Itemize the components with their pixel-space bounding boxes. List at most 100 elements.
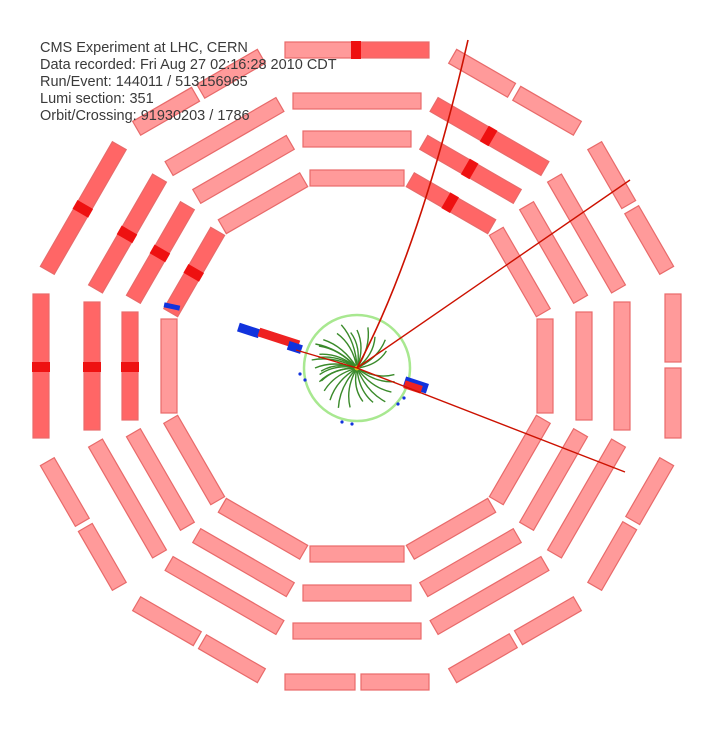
muon-chamber xyxy=(575,311,593,421)
chamber-segment xyxy=(191,527,296,598)
chamber-segment xyxy=(613,301,631,431)
calorimeter-ring xyxy=(302,313,412,423)
hit-muon-chamber xyxy=(429,96,550,177)
chamber-segment xyxy=(309,169,405,187)
orbit-crossing-line: Orbit/Crossing: 91930203 / 1786 xyxy=(40,108,250,124)
muon-chamber xyxy=(131,595,267,684)
chamber-segment xyxy=(358,41,430,59)
chamber-segment xyxy=(623,204,675,276)
chamber-segment xyxy=(664,293,682,363)
chamber-segment xyxy=(664,367,682,439)
muon-track-left xyxy=(295,349,358,369)
calo-hit xyxy=(350,422,354,426)
data-recorded-line: Data recorded: Fri Aug 27 02:16:28 2010 … xyxy=(40,57,337,73)
muon-chamber xyxy=(447,48,583,137)
chamber-segment xyxy=(405,497,497,561)
chamber-segment xyxy=(39,206,90,276)
chamber-segment xyxy=(360,673,430,691)
muon-chamber xyxy=(536,318,554,414)
chamber-segment xyxy=(513,595,583,646)
calo-hit xyxy=(396,402,400,406)
hit-muon-chamber xyxy=(418,134,523,205)
calo-hit xyxy=(298,372,302,376)
chamber-segment xyxy=(518,427,589,532)
muon-chamber xyxy=(292,622,422,640)
chamber-segment xyxy=(125,427,196,532)
inner-track xyxy=(320,367,358,382)
chamber-segment xyxy=(162,414,226,506)
muon-chambers xyxy=(39,48,682,691)
muon-chamber xyxy=(546,438,627,559)
muon-chamber xyxy=(217,497,309,561)
hit-muon-chamber xyxy=(32,293,50,439)
inner-track xyxy=(356,350,387,369)
hit-segment xyxy=(183,264,204,282)
muon-chamber xyxy=(613,301,631,431)
inner-track xyxy=(356,367,386,403)
chamber-segment xyxy=(447,632,519,684)
muon-chamber xyxy=(586,140,675,276)
hit-muon-chamber xyxy=(162,226,226,318)
muon-track-right-lower xyxy=(356,367,626,473)
muon-chamber xyxy=(518,427,589,532)
muon-tracks xyxy=(295,39,631,473)
muon-chamber xyxy=(217,171,309,235)
muon-chamber xyxy=(160,318,178,414)
lumi-section-line: Lumi section: 351 xyxy=(40,91,154,107)
chamber-segment xyxy=(309,545,405,563)
muon-chamber xyxy=(164,96,285,177)
muon-chamber xyxy=(87,438,168,559)
muon-chamber xyxy=(488,226,552,318)
hit-muon-chamber xyxy=(39,140,128,276)
chamber-segment xyxy=(302,130,412,148)
hit-segment xyxy=(72,200,94,218)
muon-chamber xyxy=(302,584,412,602)
hit-segment xyxy=(149,244,171,263)
hit-segment xyxy=(121,362,139,372)
muon-chamber xyxy=(447,595,583,684)
inner-track xyxy=(337,367,358,408)
chamber-segment xyxy=(195,48,267,100)
chamber-segment xyxy=(197,633,267,684)
muon-chamber xyxy=(125,427,196,532)
chamber-segment xyxy=(164,555,285,636)
inner-track xyxy=(348,367,358,408)
event-info-panel: CMS Experiment at LHC, CERN Data recorde… xyxy=(40,40,337,125)
chamber-segment xyxy=(32,369,50,439)
hit-muon-chamber xyxy=(87,173,168,294)
chamber-segment xyxy=(546,438,627,559)
chamber-segment xyxy=(292,622,422,640)
chamber-segment xyxy=(536,318,554,414)
muon-chamber xyxy=(586,456,675,592)
chamber-segment xyxy=(131,595,203,647)
hit-segment xyxy=(83,362,101,372)
calo-deposit xyxy=(236,322,261,339)
muon-chamber xyxy=(405,497,497,561)
hit-segment xyxy=(479,125,498,147)
muon-chamber xyxy=(309,545,405,563)
experiment-title: CMS Experiment at LHC, CERN xyxy=(40,40,248,56)
hit-muon-chamber xyxy=(284,41,430,59)
hit-segment xyxy=(351,41,361,59)
chamber-segment xyxy=(429,555,550,636)
inner-track xyxy=(340,324,358,369)
muon-chamber xyxy=(518,200,589,305)
inner-track xyxy=(329,367,358,401)
muon-track-right-upper xyxy=(356,179,631,369)
muon-chamber xyxy=(418,527,523,598)
calo-hit xyxy=(303,378,307,382)
calo-hit xyxy=(340,420,344,424)
run-event-line: Run/Event: 144011 / 513156965 xyxy=(40,74,248,90)
hit-muon-chamber xyxy=(125,200,196,305)
chamber-segment xyxy=(302,584,412,602)
chamber-segment xyxy=(575,311,593,421)
chamber-segment xyxy=(217,171,309,235)
muon-chamber xyxy=(39,456,128,592)
chamber-segment xyxy=(447,48,517,99)
chamber-segment xyxy=(511,85,583,137)
calorimeter xyxy=(163,302,429,426)
inner-track xyxy=(354,367,364,402)
muon-chamber xyxy=(429,555,550,636)
muon-chamber xyxy=(164,555,285,636)
